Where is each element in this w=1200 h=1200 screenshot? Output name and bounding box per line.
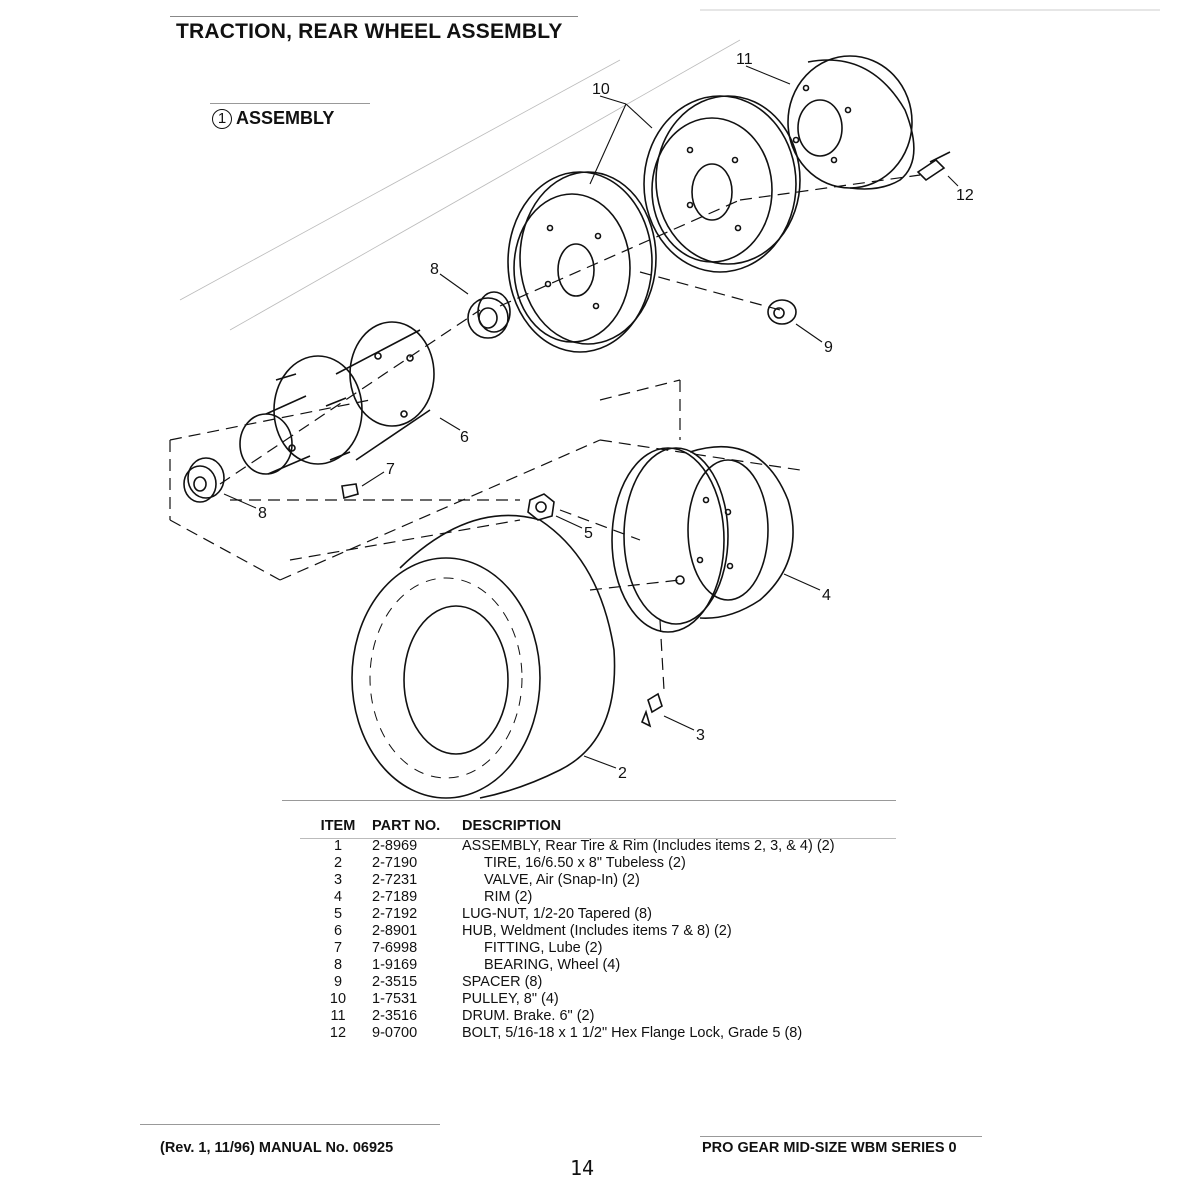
item-cell: 8	[333, 957, 343, 973]
table-row: 3 2-7231 VALVE, Air (Snap-In) (2)	[312, 872, 835, 889]
section-heading: 1 ASSEMBLY	[212, 108, 334, 129]
rim	[611, 445, 794, 633]
hub-weldment	[239, 321, 435, 475]
title-rule	[170, 16, 578, 17]
item-cell: 1	[333, 838, 343, 854]
table-row: 4 2-7189 RIM (2)	[312, 889, 835, 906]
bolt	[916, 151, 951, 182]
callout-9: 9	[824, 339, 833, 356]
description-cell: LUG-NUT, 1/2-20 Tapered (8)	[462, 906, 652, 922]
part-no-cell: 9-0700	[372, 1025, 418, 1041]
part-no-cell: 2-3516	[372, 1008, 418, 1024]
table-row: 8 1-9169 BEARING, Wheel (4)	[312, 957, 835, 974]
bearing-upper	[467, 291, 511, 339]
description-cell: BEARING, Wheel (4)	[484, 957, 621, 973]
pulley-rear	[643, 95, 801, 273]
part-no-cell: 7-6998	[372, 940, 418, 956]
item-cell: 12	[329, 1025, 347, 1041]
callout-2: 2	[618, 765, 627, 782]
footer-rule-left	[140, 1124, 440, 1125]
callout-7: 7	[386, 461, 395, 478]
part-no-cell: 2-7231	[372, 872, 418, 888]
description-cell: ASSEMBLY, Rear Tire & Rim (Includes item…	[462, 838, 835, 854]
callout-12: 12	[956, 187, 974, 204]
item-cell: 4	[333, 889, 343, 905]
circled-number: 1	[212, 108, 232, 129]
spacer	[767, 299, 797, 325]
callout-8-lower: 8	[258, 505, 267, 522]
header-item: ITEM	[320, 818, 356, 834]
footer-manual-number: (Rev. 1, 11/96) MANUAL No. 06925	[160, 1140, 394, 1156]
lube-fitting	[341, 483, 359, 500]
description-cell: FITTING, Lube (2)	[484, 940, 603, 956]
part-no-cell: 1-7531	[372, 991, 418, 1007]
footer-product-name: PRO GEAR MID-SIZE WBM SERIES 0	[702, 1140, 957, 1156]
callout-8-upper: 8	[430, 261, 439, 278]
page-number: 14	[570, 1156, 595, 1180]
item-cell: 9	[333, 974, 343, 990]
table-row: 11 2-3516 DRUM. Brake. 6" (2)	[312, 1008, 835, 1025]
description-cell: PULLEY, 8" (4)	[462, 991, 559, 1007]
table-top-rule	[282, 800, 896, 801]
description-cell: VALVE, Air (Snap-In) (2)	[484, 872, 640, 888]
description-cell: SPACER (8)	[462, 974, 543, 990]
callout-6: 6	[460, 429, 469, 446]
callout-labels: 10 11 12 8 9 6 7 8 5 4 3 2	[258, 51, 974, 782]
part-no-cell: 1-9169	[372, 957, 418, 973]
alignment-lines	[169, 174, 921, 691]
footer-rule-right	[700, 1136, 982, 1137]
exploded-diagram: 10 11 12 8 9 6 7 8 5 4 3 2	[169, 9, 1160, 799]
table-row: 12 9-0700 BOLT, 5/16-18 x 1 1/2" Hex Flang…	[312, 1025, 835, 1042]
header-description: DESCRIPTION	[462, 818, 562, 834]
item-cell: 10	[329, 991, 347, 1007]
table-row: 2 2-7190 TIRE, 16/6.50 x 8" Tubeless (2)	[312, 855, 835, 872]
table-row: 9 2-3515 SPACER (8)	[312, 974, 835, 991]
part-no-cell: 2-7189	[372, 889, 418, 905]
brake-drum	[787, 55, 915, 190]
callout-3: 3	[696, 727, 705, 744]
leader-lines	[223, 65, 959, 769]
page-title: TRACTION, REAR WHEEL ASSEMBLY	[176, 20, 563, 43]
parts-table: ITEM PART NO. DESCRIPTION 1 2-8969 ASSEMBL…	[312, 818, 835, 1042]
part-no-cell: 2-3515	[372, 974, 418, 990]
part-no-cell: 2-8901	[372, 923, 418, 939]
callout-4: 4	[822, 587, 831, 604]
item-cell: 3	[333, 872, 343, 888]
description-cell: TIRE, 16/6.50 x 8" Tubeless (2)	[484, 855, 686, 871]
callout-11: 11	[736, 51, 753, 68]
valve-stem	[640, 692, 663, 728]
part-no-cell: 2-7190	[372, 855, 418, 871]
table-row: 5 2-7192 LUG-NUT, 1/2-20 Tapered (8)	[312, 906, 835, 923]
lug-nut	[527, 493, 555, 521]
tire	[351, 514, 616, 799]
part-no-cell: 2-7192	[372, 906, 418, 922]
item-cell: 7	[333, 940, 343, 956]
table-row: 10 1-7531 PULLEY, 8" (4)	[312, 991, 835, 1008]
callout-5: 5	[584, 525, 593, 542]
description-cell: DRUM. Brake. 6" (2)	[462, 1008, 595, 1024]
description-cell: RIM (2)	[484, 889, 533, 905]
section-heading-text: ASSEMBLY	[236, 108, 335, 128]
parts-table-header: ITEM PART NO. DESCRIPTION	[312, 818, 835, 838]
item-cell: 6	[333, 923, 343, 939]
callout-10: 10	[592, 81, 610, 98]
table-row: 6 2-8901 HUB, Weldment (Includes items 7 &…	[312, 923, 835, 940]
item-cell: 2	[333, 855, 343, 871]
description-cell: HUB, Weldment (Includes items 7 & 8) (2)	[462, 923, 732, 939]
table-header-rule	[300, 838, 896, 839]
item-cell: 5	[333, 906, 343, 922]
pulley-front	[507, 171, 657, 353]
description-cell: BOLT, 5/16-18 x 1 1/2" Hex Flange Lock, …	[462, 1025, 803, 1041]
table-row: 1 2-8969 ASSEMBLY, Rear Tire & Rim (Includ…	[312, 838, 835, 855]
subtitle-rule	[210, 103, 370, 104]
header-part-no: PART NO.	[372, 818, 441, 834]
table-row: 7 7-6998 FITTING, Lube (2)	[312, 940, 835, 957]
item-cell: 11	[330, 1008, 346, 1024]
part-no-cell: 2-8969	[372, 838, 418, 854]
bearing-lower	[183, 457, 225, 503]
